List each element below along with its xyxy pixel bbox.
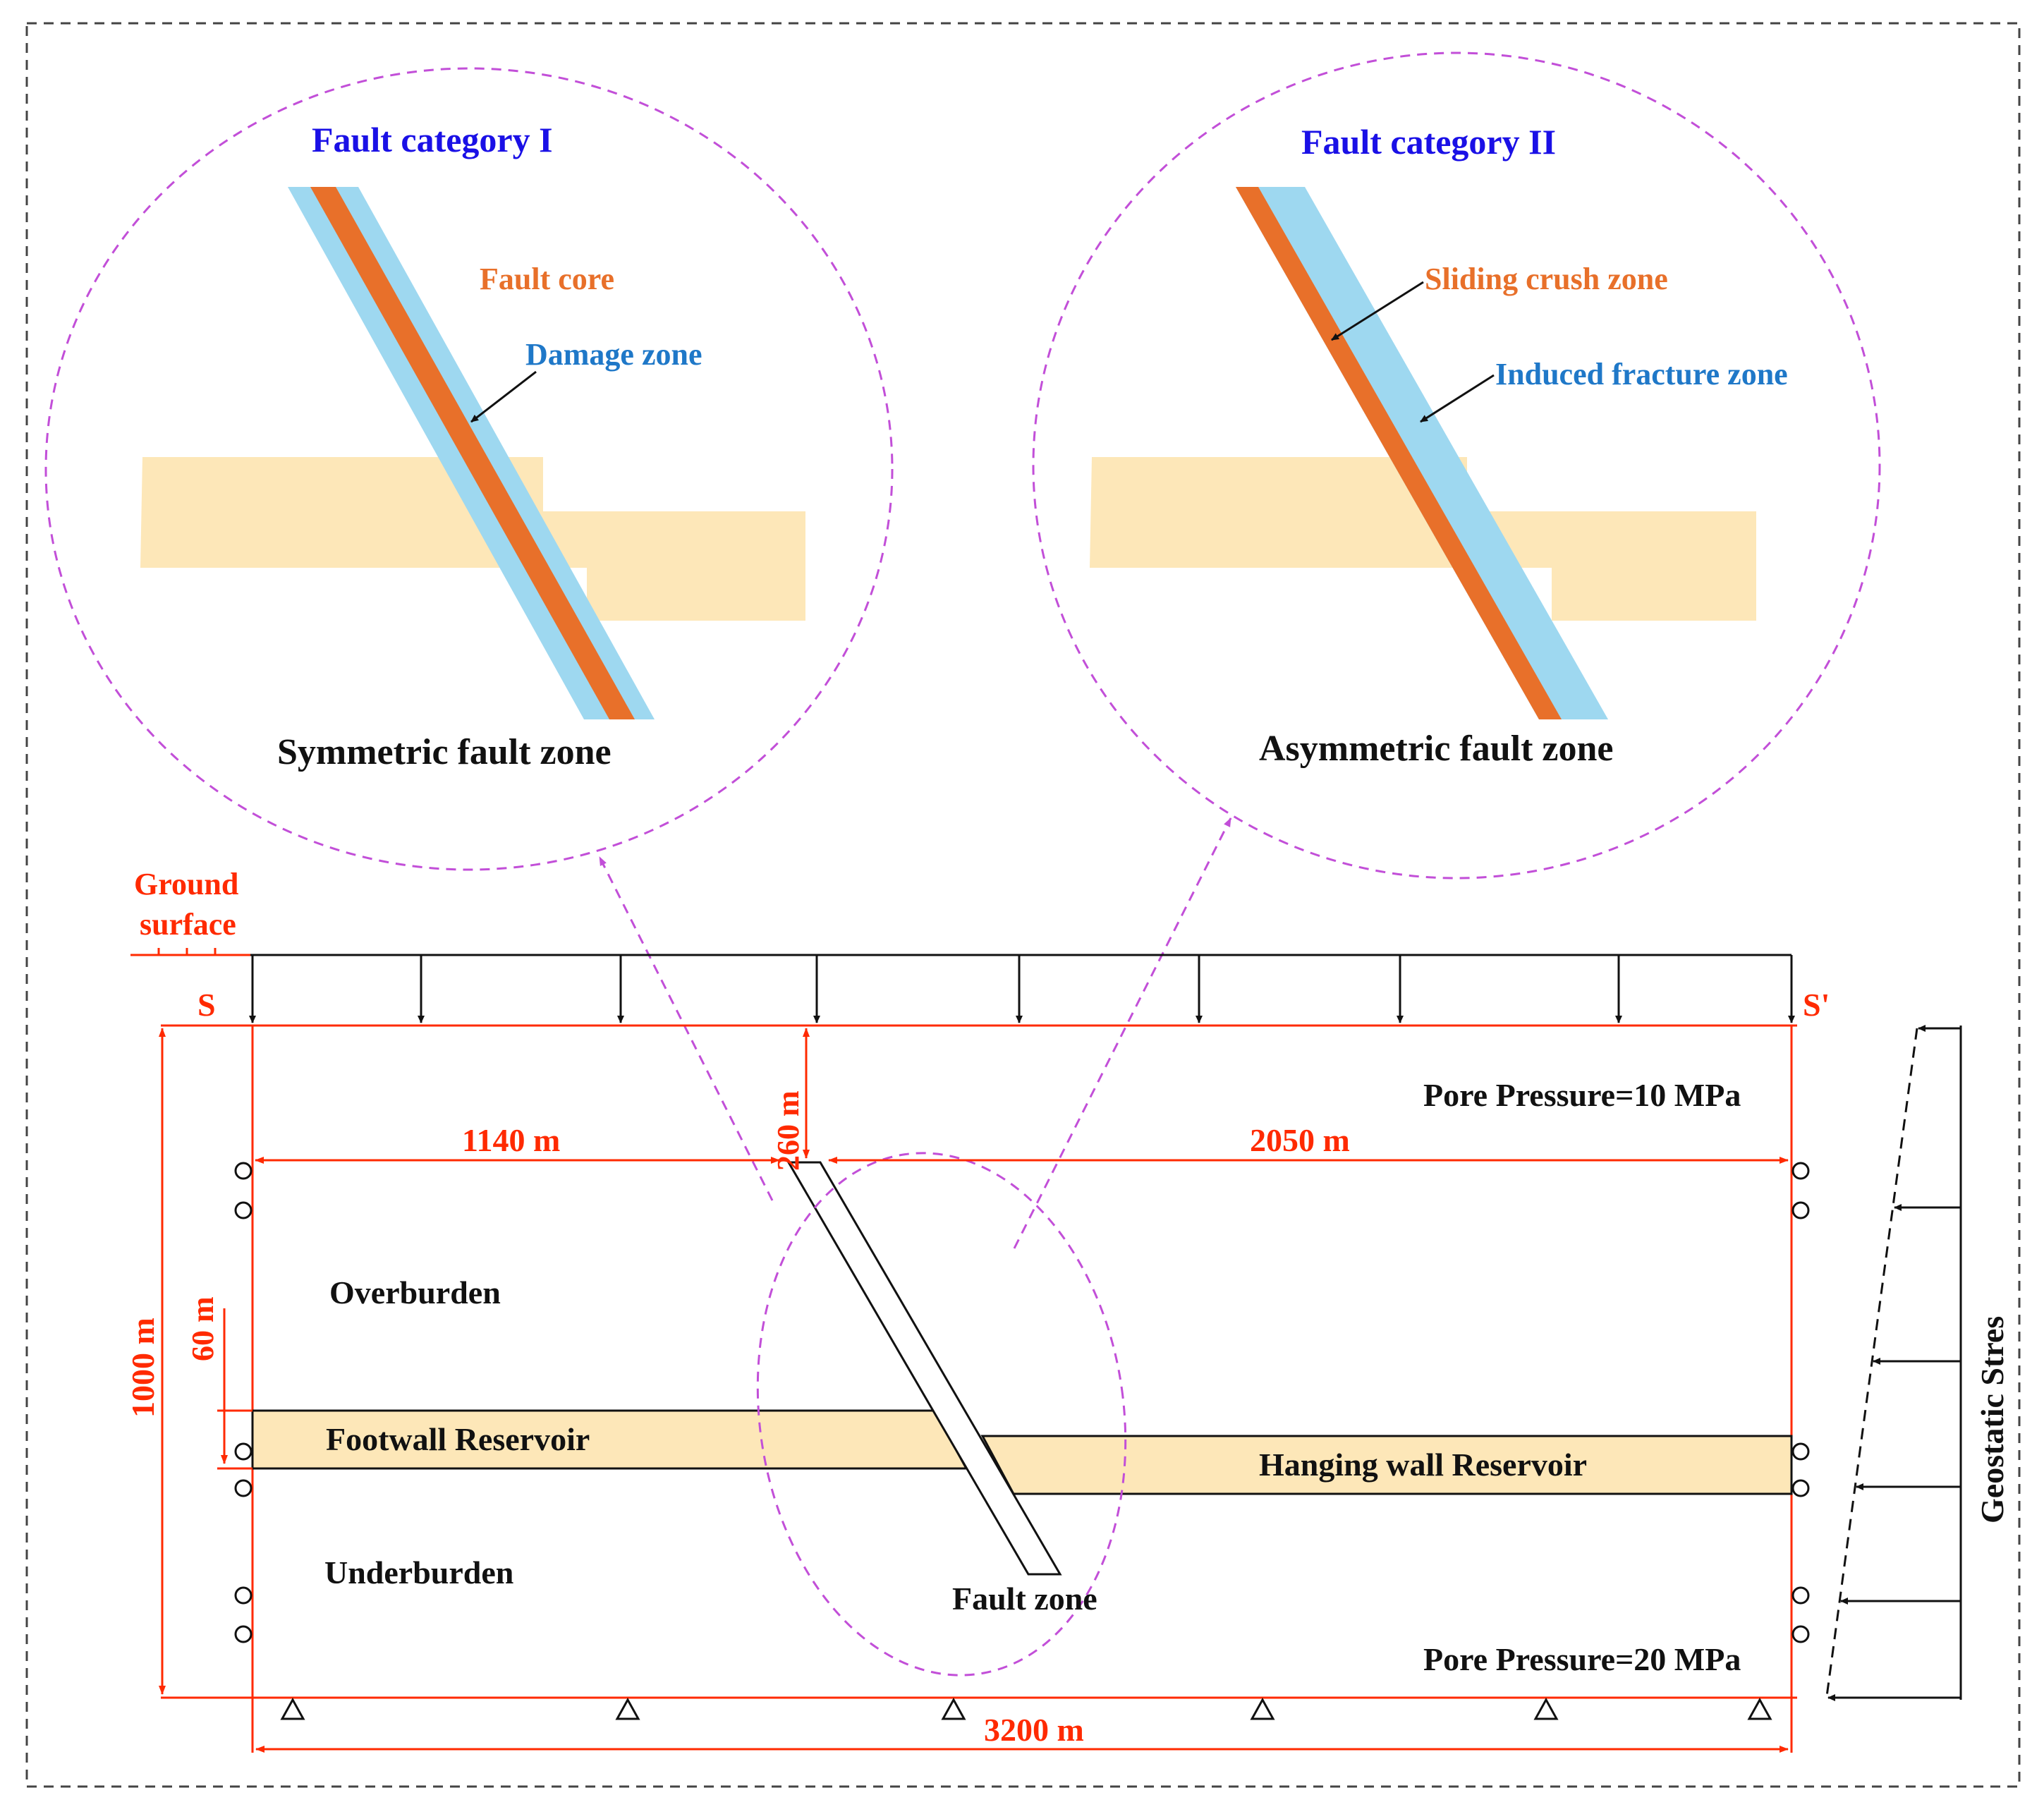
roller-left <box>234 1479 253 1497</box>
inset-left-zone-label: Damage zone <box>525 337 702 372</box>
roller-right <box>1791 1586 1810 1605</box>
inset-right-reservoir-block <box>1090 457 1756 621</box>
dim-reservoir-label: 60 m <box>185 1296 220 1361</box>
inset-right-zone-label: Induced fracture zone <box>1495 357 1788 391</box>
load-arrows <box>249 955 1795 1023</box>
fault-zone-highlight <box>756 1152 1127 1677</box>
ground-surface-label-2: surface <box>140 907 236 942</box>
inset-symmetric: Fault category I Fault core Damage zone … <box>44 67 894 871</box>
inset-right-title: Fault category II <box>1301 122 1556 162</box>
roller-left <box>234 1625 253 1643</box>
roller-right <box>1791 1625 1810 1643</box>
fault-zone-label: Fault zone <box>952 1581 1097 1617</box>
roller-right <box>1791 1442 1810 1461</box>
support-triangle <box>615 1697 640 1720</box>
link-arrow-left <box>598 856 774 1201</box>
dim-height-label: 1000 m <box>125 1318 161 1418</box>
inset-asymmetric: Fault category II Sliding crush zone Ind… <box>1032 51 1881 880</box>
support-triangle <box>280 1697 305 1720</box>
geostatic-label: Geostatic Stres <box>1974 1316 2010 1523</box>
roller-right <box>1791 1162 1810 1180</box>
support-triangle <box>941 1697 966 1720</box>
inset-left-circle <box>44 67 894 871</box>
overburden-label: Overburden <box>329 1274 501 1310</box>
link-arrow-right <box>1013 817 1232 1249</box>
roller-left <box>234 1201 253 1219</box>
model-section: Ground surface S S' <box>125 867 2010 1753</box>
inset-left-core-label: Fault core <box>480 262 614 296</box>
dim-left-label: 1140 m <box>462 1122 560 1158</box>
inset-left-pointer <box>470 370 537 423</box>
geostatic-diagonal <box>1825 1028 1918 1697</box>
roller-left <box>234 1162 253 1180</box>
inset-left-title: Fault category I <box>312 120 553 159</box>
roller-right <box>1791 1201 1810 1219</box>
inset-right-circle <box>1032 51 1881 880</box>
hanging-wall-label: Hanging wall Reservoir <box>1259 1447 1587 1483</box>
support-triangle <box>1250 1697 1275 1720</box>
inset-left-caption: Symmetric fault zone <box>277 732 612 772</box>
geostatic-stress: Geostatic Stres <box>1825 1025 2010 1701</box>
roller-left <box>234 1586 253 1605</box>
inset-right-caption: Asymmetric fault zone <box>1259 729 1614 769</box>
dim-right-label: 2050 m <box>1250 1122 1350 1158</box>
support-triangle <box>1533 1697 1559 1720</box>
roller-left <box>234 1442 253 1461</box>
right-roller-supports <box>1791 1162 1810 1643</box>
inset-left-fault-core <box>310 187 635 719</box>
dim-top-label: 260 m <box>771 1090 805 1171</box>
marker-s-prime: S' <box>1803 987 1830 1023</box>
pore-pressure-bottom: Pore Pressure=20 MPa <box>1423 1641 1741 1677</box>
inset-right-zone-pointer <box>1420 374 1495 423</box>
support-triangle <box>1747 1697 1772 1720</box>
inset-left-reservoir-block <box>140 457 805 621</box>
pore-pressure-top: Pore Pressure=10 MPa <box>1423 1077 1741 1113</box>
inset-right-core-label: Sliding crush zone <box>1425 262 1668 296</box>
footwall-label: Footwall Reservoir <box>326 1421 590 1457</box>
dim-width-label: 3200 m <box>984 1712 1084 1748</box>
bottom-supports <box>280 1697 1772 1720</box>
left-roller-supports <box>234 1162 253 1643</box>
marker-s: S <box>197 987 216 1023</box>
roller-right <box>1791 1479 1810 1497</box>
fault-zone <box>786 1161 1062 1576</box>
inset-right-core-pointer <box>1331 281 1424 341</box>
inset-right-crush-zone <box>1236 187 1562 719</box>
underburden-label: Underburden <box>324 1554 513 1590</box>
ground-surface-label-1: Ground <box>134 867 238 901</box>
